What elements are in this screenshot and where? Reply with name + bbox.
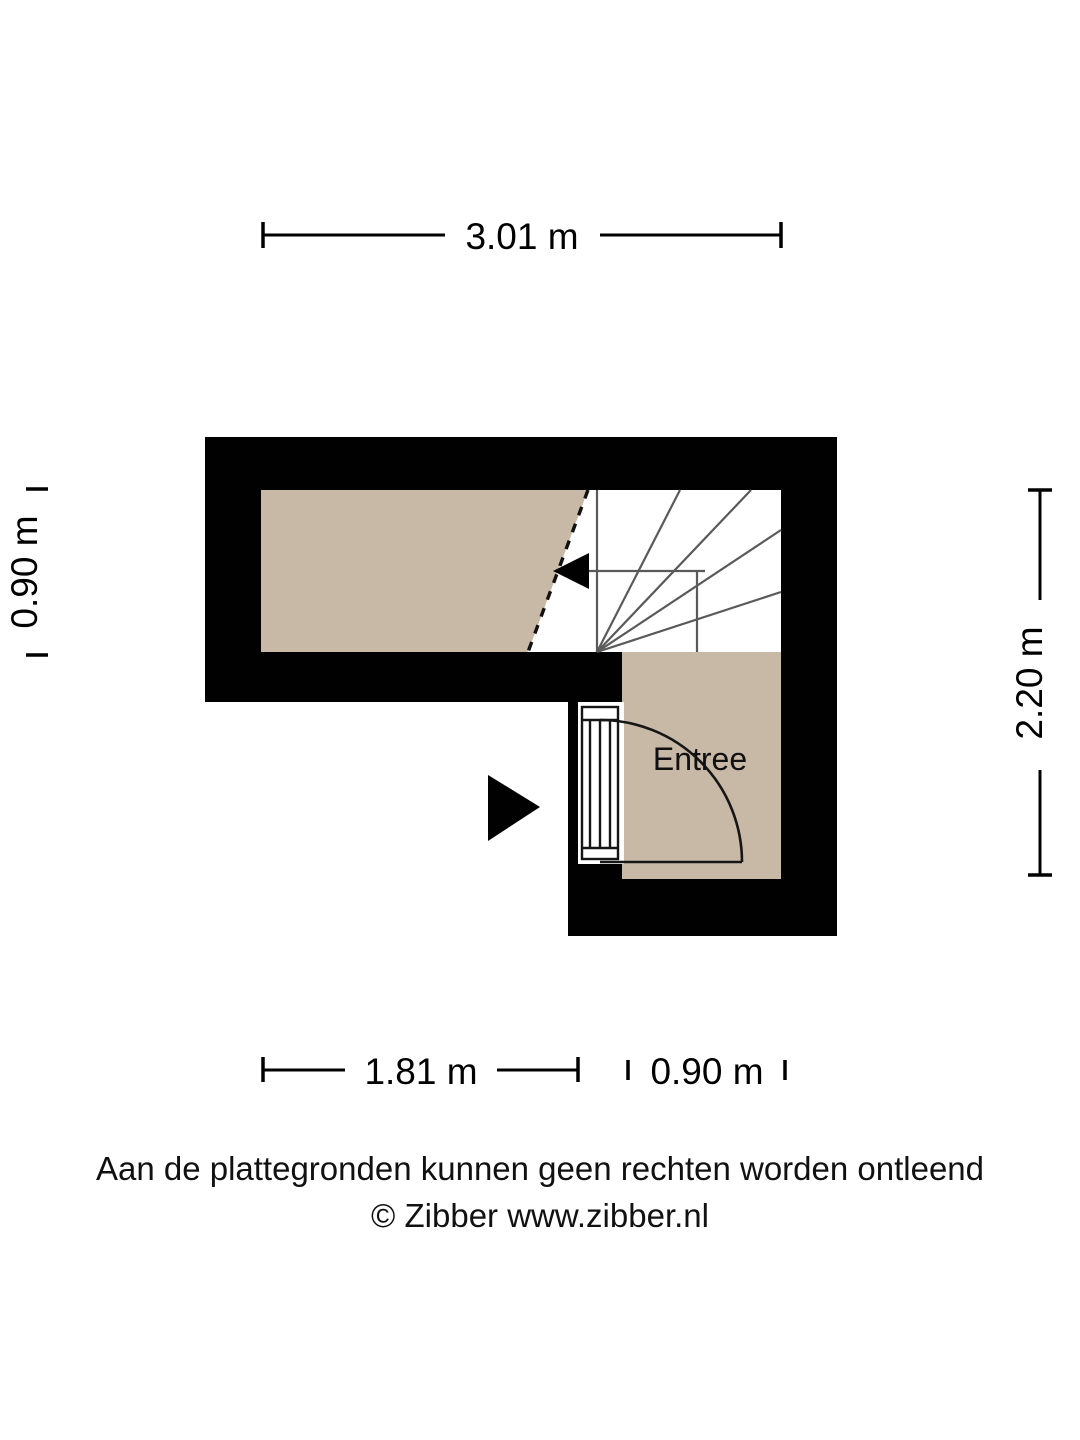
door-swing-arc [599,718,744,863]
stair-direction-arrow-icon [553,553,589,589]
dimension-bottom-left-label: 1.81 m [364,1051,477,1092]
dimension-bottom-right: 0.90 m [626,1051,787,1092]
room-label-entree: Entree [653,741,747,777]
room-entree-fill [622,652,781,879]
entry-direction-marker-icon [488,775,540,841]
stair-winder-line-3 [596,529,782,653]
front-door [578,702,744,864]
stair-winder-line-2 [596,489,752,653]
dimension-right: 2.20 m [1009,488,1052,877]
stair-winder-line-1 [596,489,681,653]
room-left-fill [261,490,588,652]
dimension-bottom-left: 1.81 m [261,1051,580,1092]
winder-staircase [553,489,782,654]
dimension-bottom-right-label: 0.90 m [650,1051,763,1092]
dimension-top-label: 3.01 m [465,216,578,257]
footer-disclaimer: Aan de plattegronden kunnen geen rechten… [96,1150,984,1187]
dimension-top: 3.01 m [261,216,783,257]
footer-copyright: © Zibber www.zibber.nl [371,1197,709,1234]
dimension-right-label: 2.20 m [1009,626,1050,739]
dimension-left-label: 0.90 m [4,515,45,628]
dimension-left: 0.90 m [4,487,48,657]
floorplan-geometry: Entree [205,437,837,936]
footer: Aan de plattegronden kunnen geen rechten… [96,1150,984,1234]
stair-winder-line-4 [596,590,782,654]
